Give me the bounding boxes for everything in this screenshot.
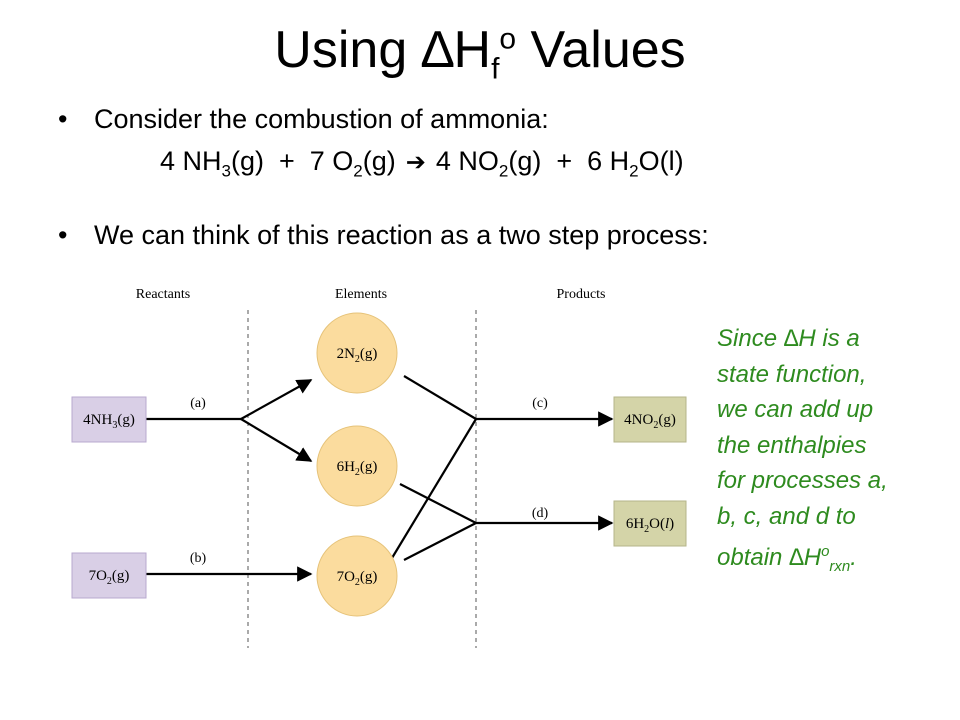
slide-title: Using ∆Hfo Values — [274, 21, 686, 86]
header-products: Products — [557, 287, 606, 302]
state-function-note: Since ∆H is a state function, we can add… — [717, 325, 888, 575]
bullet-marker: • — [58, 104, 68, 134]
reactant-box-nh3: 4NH3(g) — [71, 396, 147, 443]
svg-text:7O2(g): 7O2(g) — [337, 569, 378, 588]
path-n2-to-join — [403, 375, 477, 420]
reactant-box-o2: 7O2(g) — [71, 552, 147, 599]
svg-text:6H2(g): 6H2(g) — [337, 459, 378, 478]
step-label-a: (a) — [190, 396, 206, 411]
arrow-a-to-h2 — [240, 418, 313, 462]
svg-text:6H2O(l): 6H2O(l) — [626, 516, 674, 535]
svg-text:2N2(g): 2N2(g) — [337, 346, 378, 365]
bullet-combustion: •Consider the combustion of ammonia: — [58, 104, 549, 134]
header-reactants: Reactants — [136, 287, 190, 302]
reaction-arrow-icon: ➔ — [405, 149, 426, 176]
step-label-d: (d) — [532, 506, 549, 521]
svg-text:4NH3(g): 4NH3(g) — [83, 412, 135, 431]
step-label-b: (b) — [190, 551, 207, 566]
svg-text:7O2(g): 7O2(g) — [89, 568, 130, 587]
bullet-two-step: •We can think of this reaction as a two … — [58, 220, 709, 250]
header-elements: Elements — [335, 287, 387, 302]
element-circle-o2: 7O2(g) — [316, 535, 398, 617]
element-circle-h2: 6H2(g) — [316, 425, 398, 507]
product-box-no2: 4NO2(g) — [613, 396, 687, 443]
path-h2-to-join-d — [399, 483, 477, 524]
product-box-h2o: 6H2O(l) — [613, 500, 687, 547]
path-o2-to-join-c — [391, 418, 477, 559]
path-o2-to-join-d — [403, 522, 477, 561]
bullet-marker: • — [58, 220, 68, 250]
step-label-c: (c) — [532, 396, 548, 411]
arrow-a-to-n2 — [240, 379, 313, 420]
element-circle-n2: 2N2(g) — [316, 312, 398, 394]
svg-text:4NO2(g): 4NO2(g) — [624, 412, 676, 431]
reaction-equation: 4 NH3(g) + 7 O2(g)➔4 NO2(g) + 6 H2O(l) — [160, 146, 684, 181]
